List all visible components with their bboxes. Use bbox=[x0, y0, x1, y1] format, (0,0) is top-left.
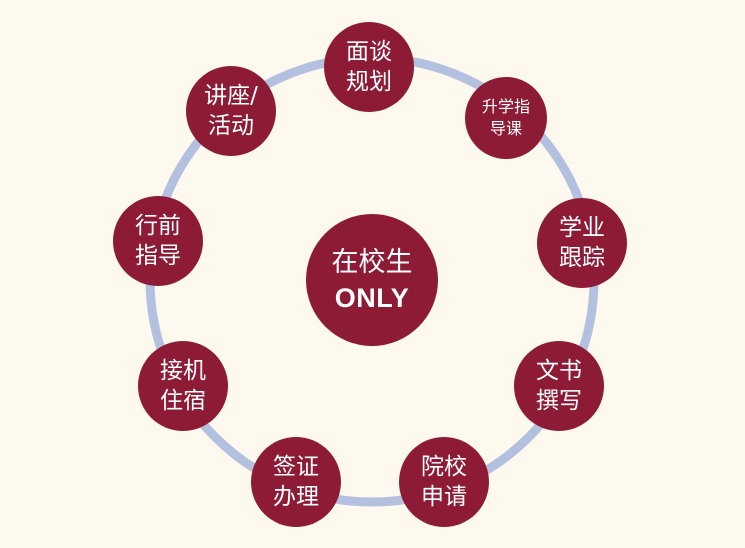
node-label-line1: 讲座/ bbox=[204, 83, 258, 109]
node-label-line1: 升学指 bbox=[481, 97, 530, 116]
node-label-line1: 接机 bbox=[160, 358, 206, 384]
node-visa-processing: 签证 办理 bbox=[251, 437, 341, 527]
node-lectures-activities: 讲座/ 活动 bbox=[186, 66, 276, 156]
node-label-line2: 住宿 bbox=[160, 388, 206, 414]
center-node: 在校生 ONLY bbox=[306, 214, 438, 346]
center-label-line1: 在校生 bbox=[331, 247, 413, 278]
node-predeparture-guidance: 行前 指导 bbox=[113, 196, 203, 286]
node-label-line2: 指导 bbox=[135, 243, 181, 269]
node-label-line2: 申请 bbox=[421, 484, 467, 510]
node-label-line1: 文书 bbox=[536, 358, 582, 384]
center-label-line2: ONLY bbox=[334, 283, 410, 313]
node-label-line2: 导课 bbox=[489, 119, 522, 138]
node-document-writing: 文书 撰写 bbox=[514, 341, 604, 431]
node-academic-tracking: 学业 跟踪 bbox=[537, 198, 627, 288]
node-label-line1: 签证 bbox=[273, 454, 319, 480]
node-pickup-accommodation: 接机 住宿 bbox=[138, 341, 228, 431]
node-label-line1: 行前 bbox=[135, 213, 181, 239]
node-label-line2: 活动 bbox=[208, 113, 254, 139]
node-label-line2: 办理 bbox=[273, 484, 319, 510]
node-label-line2: 跟踪 bbox=[559, 245, 605, 271]
node-label-line1: 面谈 bbox=[346, 39, 392, 65]
node-label-line1: 学业 bbox=[559, 215, 605, 241]
node-label-line2: 撰写 bbox=[536, 388, 582, 414]
node-admission-guidance-course: 升学指 导课 bbox=[465, 77, 547, 159]
node-school-application: 院校 申请 bbox=[399, 437, 489, 527]
node-label-line1: 院校 bbox=[421, 454, 467, 480]
node-interview-planning: 面谈 规划 bbox=[324, 22, 414, 112]
node-label-line2: 规划 bbox=[346, 69, 392, 95]
